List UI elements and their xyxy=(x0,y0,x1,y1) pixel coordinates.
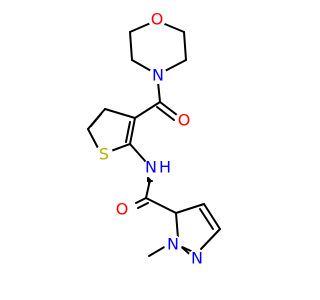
carbonyl-oxygen-bottom-label: O xyxy=(116,200,129,219)
morpholine-oxygen-label: O xyxy=(151,10,164,29)
bond xyxy=(129,143,147,163)
thiophene-sulfur-label: S xyxy=(99,145,109,164)
bond xyxy=(129,21,154,33)
carbonyl-oxygen-top-label: O xyxy=(178,111,191,130)
morpholine-nitrogen-label: N xyxy=(152,66,164,85)
amide-hydrogen-label: H xyxy=(159,158,171,177)
amide-nitrogen-atom: N H xyxy=(144,156,171,178)
bond xyxy=(175,203,205,214)
atom-labels: O N O S N H O N N xyxy=(95,10,206,268)
pyrazole-n1-label: N xyxy=(167,235,179,254)
morpholine-nitrogen-atom: N xyxy=(149,66,167,85)
bond xyxy=(145,197,177,214)
pyrazole-n1-atom: N xyxy=(164,235,182,254)
amide-nitrogen-label: N xyxy=(145,158,157,177)
bond xyxy=(135,197,147,204)
bond xyxy=(159,101,178,116)
bond xyxy=(137,202,149,209)
morpholine-oxygen-atom: O xyxy=(148,10,166,29)
bond xyxy=(156,106,175,121)
thiophene-sulfur-atom: S xyxy=(95,145,113,164)
carbonyl-oxygen-bottom-atom: O xyxy=(113,200,131,219)
bond xyxy=(162,59,187,73)
pyrazole-n2-atom: N xyxy=(188,249,206,268)
molecule-structure: O N O S N H O N N xyxy=(87,10,221,268)
bond xyxy=(148,245,167,257)
bond xyxy=(200,228,221,250)
bond xyxy=(134,101,161,119)
bond xyxy=(199,208,214,230)
bond xyxy=(203,203,221,230)
bond xyxy=(157,81,161,103)
bonds xyxy=(87,21,221,259)
bond xyxy=(129,31,133,61)
bond xyxy=(129,117,136,145)
bond xyxy=(125,121,131,143)
bond xyxy=(87,128,99,149)
bond xyxy=(145,179,151,199)
bond xyxy=(110,143,131,152)
carbonyl-oxygen-top-atom: O xyxy=(175,111,193,130)
bond xyxy=(104,108,136,119)
bond xyxy=(131,59,154,73)
bond xyxy=(175,212,179,239)
bond xyxy=(90,113,102,127)
pyrazole-n2-label: N xyxy=(191,249,203,268)
bond xyxy=(183,31,187,61)
